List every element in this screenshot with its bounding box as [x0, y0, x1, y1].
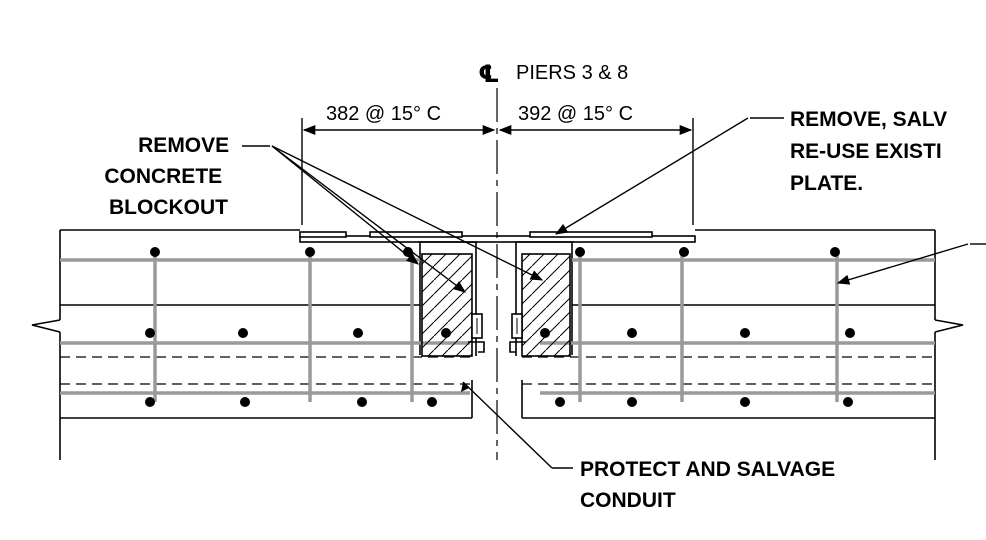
dimension-lines: [301, 118, 694, 225]
left-concrete-blockout: [421, 253, 473, 357]
centerline: ℄ PIERS 3 & 8: [478, 60, 628, 460]
note-line: BLOCKOUT: [109, 196, 228, 219]
dimension-right: 392 @ 15° C: [518, 103, 633, 125]
note-remove-concrete-blockout: REMOVE CONCRETE BLOCKOUT: [104, 134, 235, 219]
left-deck-slab: [31, 229, 473, 460]
note-line: CONCRETE: [104, 165, 222, 188]
rebar-lines: [60, 253, 935, 402]
note-line: CONDUIT: [580, 489, 676, 512]
note-line: PROTECT AND SALVAGE: [580, 458, 835, 481]
note-line: REMOVE, SALV: [790, 108, 947, 131]
conduit-dashed-lines: [60, 356, 935, 385]
rebar-dots: [145, 247, 855, 407]
right-concrete-blockout: [521, 253, 571, 357]
leader-lines: [242, 117, 986, 469]
note-line: RE-USE EXISTI: [790, 140, 942, 163]
centerline-symbol: ℄: [478, 60, 500, 88]
note-line: REMOVE: [138, 134, 229, 157]
centerline-label: PIERS 3 & 8: [516, 62, 628, 84]
note-line: PLATE.: [790, 172, 863, 195]
dimension-left: 382 @ 15° C: [326, 103, 441, 125]
note-protect-salvage-conduit: PROTECT AND SALVAGE CONDUIT: [580, 458, 841, 512]
right-deck-slab: [521, 229, 964, 460]
note-remove-salvage-plate: REMOVE, SALV RE-USE EXISTI PLATE.: [790, 108, 953, 195]
